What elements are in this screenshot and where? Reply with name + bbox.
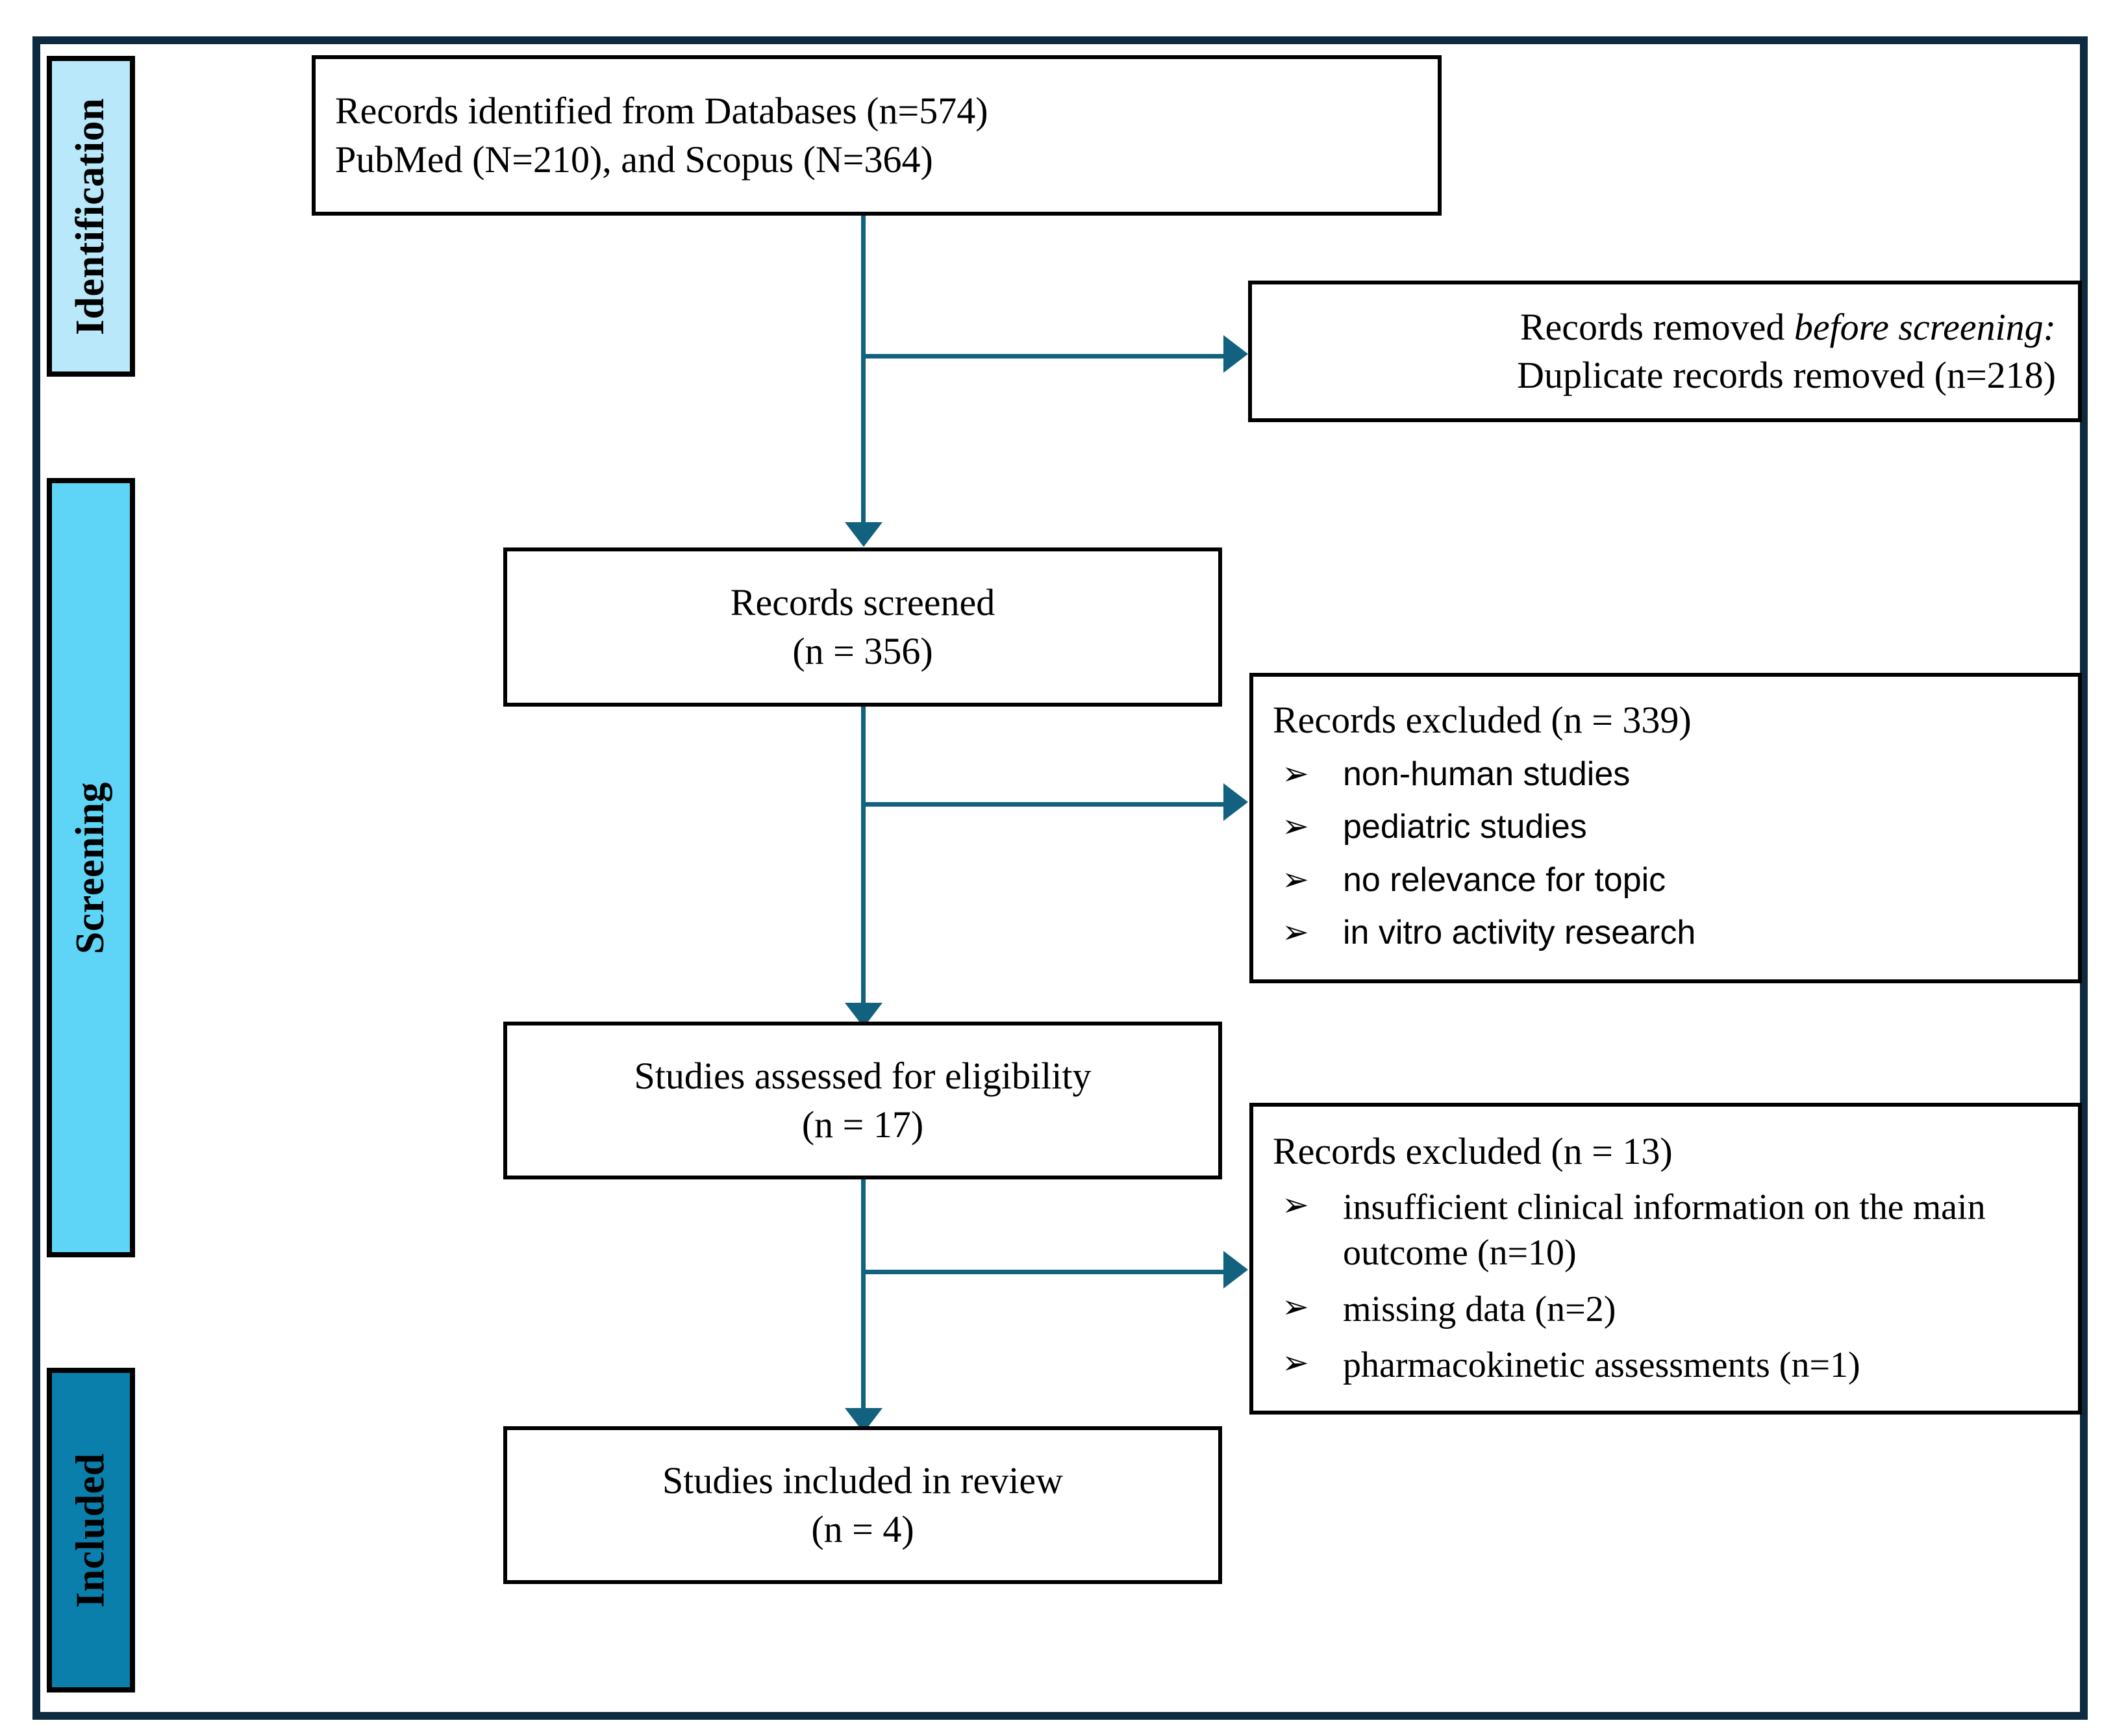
- stage-tab-identification: Identification: [47, 56, 135, 377]
- records-removed-prefix: Records removed: [1520, 305, 1794, 348]
- records-excluded-eligibility-list: ➢ insufficient clinical information on t…: [1253, 1174, 2078, 1389]
- studies-assessed-line-2: (n = 17): [801, 1103, 924, 1146]
- connector-to-removed-before-screening: [861, 354, 1226, 359]
- stage-tab-included: Included: [47, 1368, 135, 1692]
- records-identified-line-1: Records identified from Databases (n=574…: [335, 90, 988, 132]
- box-studies-assessed-eligibility: Studies assessed for eligibility (n = 17…: [503, 1022, 1222, 1179]
- connector-identified-down: [861, 216, 866, 526]
- box-studies-included-review: Studies included in review (n = 4): [503, 1426, 1222, 1584]
- list-item: ➢ missing data (n=2): [1282, 1287, 2061, 1333]
- records-excluded-eligibility-item-2: missing data (n=2): [1343, 1289, 1616, 1329]
- arrowhead-bullet-icon: ➢: [1282, 1186, 1309, 1223]
- connector-screened-down: [861, 707, 866, 1007]
- arrowhead-bullet-icon: ➢: [1282, 914, 1309, 951]
- records-excluded-screening-heading: Records excluded (n = 339): [1273, 699, 1692, 741]
- records-removed-line-2: Duplicate records removed (n=218): [1517, 354, 2056, 396]
- list-item: ➢ no relevance for topic: [1282, 859, 2061, 902]
- box-records-removed-before-screening: Records removed before screening: Duplic…: [1248, 281, 2082, 422]
- stage-tab-screening: Screening: [47, 478, 135, 1257]
- box-records-screened: Records screened (n = 356): [503, 547, 1222, 707]
- list-item: ➢ pediatric studies: [1282, 806, 2061, 849]
- list-item: ➢ pharmacokinetic assessments (n=1): [1282, 1342, 2061, 1389]
- arrow-into-removed-before-screening: [1223, 335, 1248, 373]
- arrowhead-bullet-icon: ➢: [1282, 861, 1309, 898]
- list-item: ➢ insufficient clinical information on t…: [1282, 1185, 2061, 1276]
- arrowhead-bullet-icon: ➢: [1282, 1344, 1309, 1381]
- connector-to-excluded-screening: [861, 802, 1226, 807]
- arrow-into-excluded-eligibility: [1223, 1251, 1248, 1289]
- records-screened-line-2: (n = 356): [792, 629, 933, 672]
- stage-label-identification: Identification: [68, 97, 113, 335]
- arrow-into-records-screened: [845, 522, 882, 547]
- records-excluded-screening-item-1: non-human studies: [1343, 755, 1631, 793]
- records-removed-line-1: Records removed before screening:: [1252, 303, 2078, 351]
- arrowhead-bullet-icon: ➢: [1282, 1288, 1309, 1325]
- diagram-outer-frame: [32, 36, 2088, 1720]
- list-item: ➢ non-human studies: [1282, 753, 2061, 796]
- records-identified-line-2: PubMed (N=210), and Scopus (N=364): [335, 138, 933, 181]
- studies-included-line-2: (n = 4): [811, 1507, 914, 1550]
- connector-to-excluded-eligibility: [861, 1270, 1226, 1274]
- records-removed-italic: before screening:: [1794, 305, 2056, 348]
- stage-label-included: Included: [68, 1452, 113, 1608]
- arrowhead-bullet-icon: ➢: [1282, 808, 1309, 845]
- records-excluded-screening-item-2: pediatric studies: [1343, 808, 1587, 846]
- arrow-into-excluded-screening: [1223, 783, 1248, 821]
- records-excluded-eligibility-item-3: pharmacokinetic assessments (n=1): [1343, 1345, 1860, 1386]
- studies-assessed-line-1: Studies assessed for eligibility: [634, 1055, 1092, 1098]
- studies-included-line-1: Studies included in review: [662, 1459, 1063, 1502]
- stage-label-screening: Screening: [68, 781, 113, 954]
- records-excluded-eligibility-item-1: insufficient clinical information on the…: [1343, 1187, 1986, 1274]
- list-item: ➢ in vitro activity research: [1282, 912, 2061, 955]
- box-records-excluded-eligibility: Records excluded (n = 13) ➢ insufficient…: [1249, 1103, 2082, 1415]
- records-excluded-screening-list: ➢ non-human studies ➢ pediatric studies …: [1253, 743, 2078, 955]
- box-records-identified: Records identified from Databases (n=574…: [312, 55, 1442, 216]
- records-excluded-eligibility-heading: Records excluded (n = 13): [1273, 1130, 1673, 1172]
- records-excluded-screening-item-3: no relevance for topic: [1343, 861, 1666, 899]
- arrowhead-bullet-icon: ➢: [1282, 755, 1309, 792]
- records-excluded-screening-item-4: in vitro activity research: [1343, 914, 1696, 952]
- records-screened-line-1: Records screened: [730, 581, 995, 624]
- box-records-excluded-screening: Records excluded (n = 339) ➢ non-human s…: [1249, 673, 2082, 983]
- connector-assessed-down: [861, 1179, 866, 1452]
